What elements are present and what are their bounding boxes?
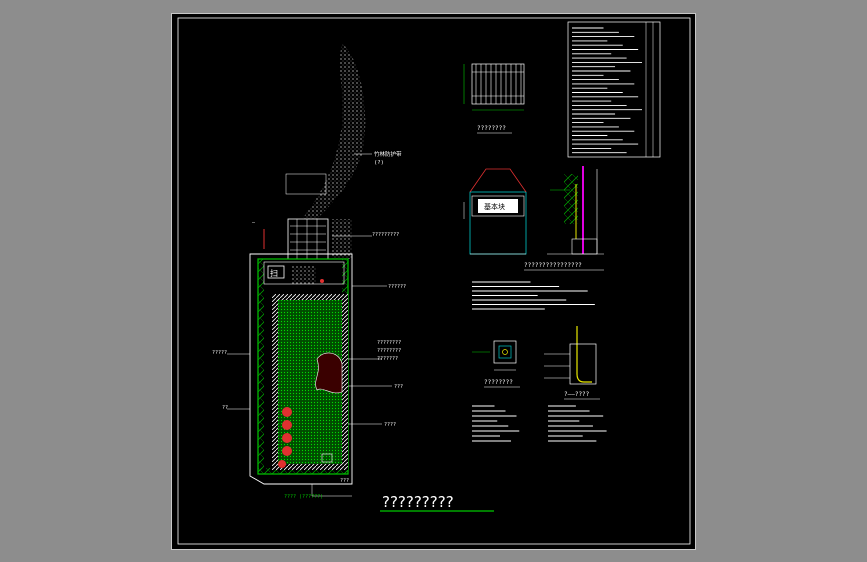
gate-sign-frame [471, 195, 525, 217]
fence-elevation: ???????? [463, 63, 525, 134]
tool-shed-label: 扫 [270, 268, 278, 278]
gate-section [547, 166, 604, 255]
flower-spot [320, 279, 324, 283]
leader-lines [227, 153, 392, 497]
ann-top-left: — [252, 220, 256, 226]
notes-table-frame [567, 21, 661, 158]
flower-spot [278, 460, 286, 468]
ann-contour-sub: (?) [374, 160, 384, 166]
gate-roof [469, 168, 527, 193]
post-title: ???????? [484, 379, 513, 386]
ann-bottom-right: ??? [340, 478, 349, 484]
post-plan-core [502, 349, 508, 355]
ann-fence: ?????? [388, 284, 406, 290]
post-section-footing [569, 343, 597, 385]
entry-path-fill [292, 266, 316, 284]
gate-footing [571, 238, 598, 255]
flower-spot [282, 407, 292, 417]
ann-bottom-label: ???? (??????) [284, 494, 323, 500]
post-detail: ???????? [472, 340, 520, 388]
ann-left-1: ????? [212, 350, 227, 356]
main-title: ????????? [382, 493, 454, 511]
notes-rows [572, 27, 642, 154]
gate-sign [478, 199, 518, 213]
fence-frame [471, 63, 525, 105]
flower-spot [282, 446, 292, 456]
pier-brick-pattern [290, 219, 326, 259]
cad-drawing: 扫 竹林防护带 (?) ????????? ?????? ???????? ??… [177, 17, 691, 545]
ann-side-2: ???? [384, 422, 396, 428]
inner-border [177, 17, 691, 545]
gate-notes [472, 281, 595, 310]
entrance-note-box [285, 173, 327, 195]
ann-left-2: ?? [222, 405, 228, 411]
post-section-anchor [576, 373, 592, 383]
site-boundary [249, 253, 353, 485]
post-section-title: ?——???? [564, 391, 590, 398]
ann-garden-3: ??????? [377, 356, 398, 362]
fence-title: ???????? [477, 125, 506, 132]
pond [315, 352, 343, 394]
slope-stipple [302, 44, 366, 219]
ann-garden: ???????? [377, 340, 401, 346]
hedge-left [258, 259, 264, 474]
ann-side-1: ??? [394, 384, 403, 390]
small-marker [321, 453, 333, 463]
gate-elevation: 基本块 [463, 168, 527, 255]
drawing-sheet: 扫 竹林防护带 (?) ????????? ?????? ???????? ??… [171, 13, 696, 550]
pier-fill [332, 219, 352, 259]
flower-spot [282, 433, 292, 443]
ann-entry: ????????? [372, 232, 399, 238]
fence-pickets [472, 64, 524, 104]
site-plan: 扫 竹林防护带 (?) ????????? ?????? ???????? ??… [212, 44, 406, 500]
gate-title: ???????????????? [524, 262, 582, 269]
ann-garden-2: ???????? [377, 348, 401, 354]
gate-sign-label: 基本块 [484, 202, 505, 211]
post-plan-outer [493, 340, 517, 364]
notes-table [567, 21, 661, 158]
hedge-bottom [258, 468, 348, 474]
ann-contour: 竹林防护带 [374, 150, 402, 158]
tool-shed [267, 265, 285, 279]
flower-spot [282, 420, 292, 430]
post-notes [472, 405, 607, 442]
plant-stems [564, 174, 578, 224]
entrance-pier [287, 218, 329, 260]
post-section: ?——???? [544, 326, 600, 400]
post-plan-inner [498, 345, 512, 359]
